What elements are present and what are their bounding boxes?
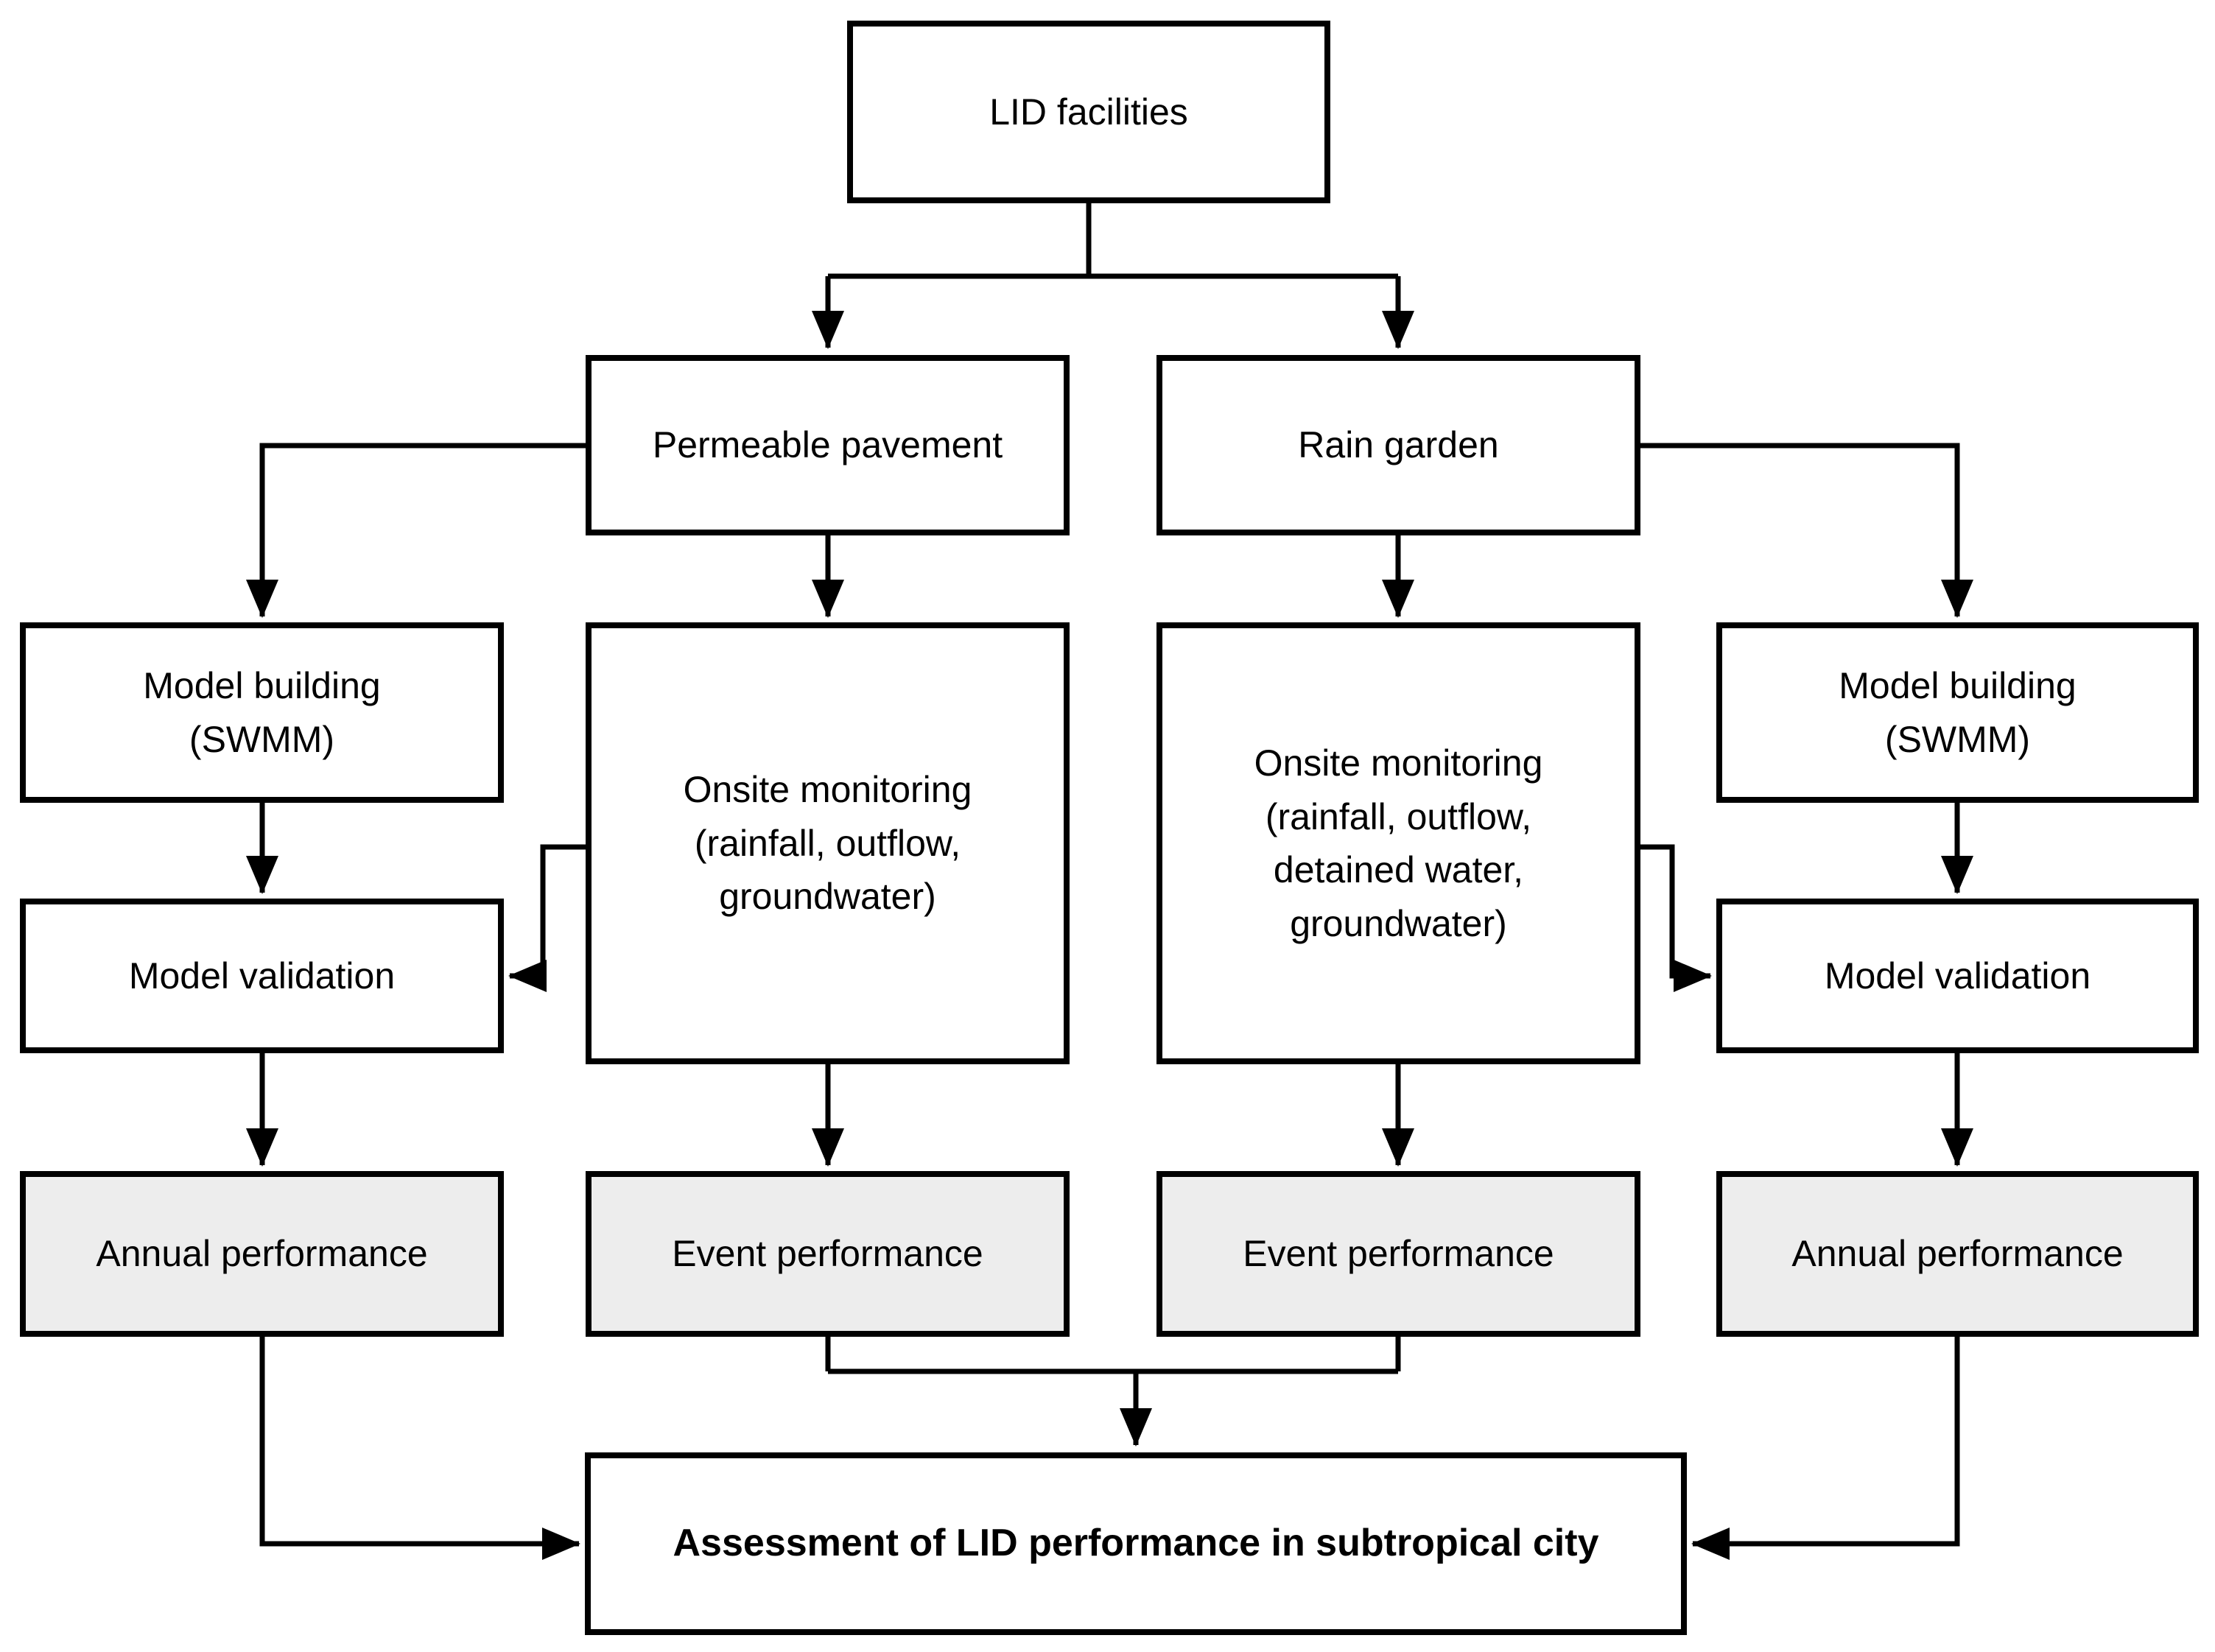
node-event-performance-right: Event performance [1156, 1171, 1640, 1337]
connector-onsite-pp-to-validation [508, 844, 586, 992]
connector-annual-right-to-assessment [1691, 1337, 1960, 1560]
node-onsite-monitoring-rg: Onsite monitoring (rainfall, outflow, de… [1156, 622, 1640, 1064]
node-lid-facilities: LID facilities [847, 21, 1330, 203]
node-model-validation-left: Model validation [20, 899, 504, 1053]
connector-pp-to-model-building [246, 443, 586, 618]
connector-annual-left-to-assessment [259, 1337, 580, 1560]
connector-onsite-rg-to-validation [1640, 844, 1712, 992]
node-annual-performance-right: Annual performance [1716, 1171, 2199, 1337]
node-model-building-left: Model building (SWMM) [20, 622, 504, 803]
node-assessment: Assessment of LID performance in subtrop… [585, 1452, 1687, 1635]
node-permeable-pavement: Permeable pavement [586, 355, 1070, 535]
node-model-building-right: Model building (SWMM) [1716, 622, 2199, 803]
node-annual-performance-left: Annual performance [20, 1171, 504, 1337]
node-event-performance-left: Event performance [586, 1171, 1070, 1337]
node-rain-garden: Rain garden [1156, 355, 1640, 535]
connector-rg-to-model-building [1640, 443, 1973, 618]
node-onsite-monitoring-pp: Onsite monitoring (rainfall, outflow, gr… [586, 622, 1070, 1064]
node-model-validation-right: Model validation [1716, 899, 2199, 1053]
